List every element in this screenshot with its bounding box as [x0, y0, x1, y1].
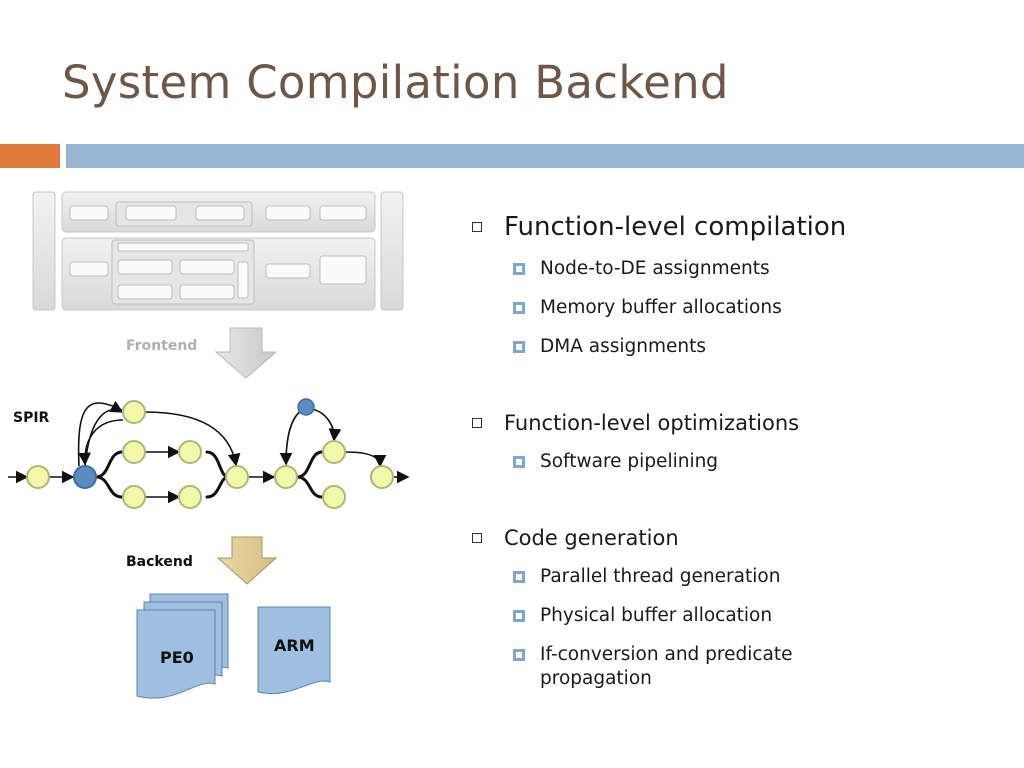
sub-bullet-text: Memory buffer allocations [540, 297, 782, 318]
header-band [66, 144, 1024, 168]
sub-bullet-item: Node-to-DE assignments [470, 257, 1010, 281]
bullet-text: Function-level optimizations [504, 411, 800, 435]
sub-bullet-item: Physical buffer allocation [470, 604, 1010, 628]
frontend-arrow [214, 327, 278, 379]
spir-label: SPIR [13, 410, 50, 426]
square-bullet-icon [513, 341, 525, 353]
sub-bullet-item: Software pipelining [470, 450, 1010, 474]
bullet-item: Function-level optimizations [470, 404, 1010, 442]
square-bullet-icon [513, 610, 525, 622]
bullet-item: Code generation [470, 519, 1010, 557]
sub-bullet-item: Parallel thread generation [470, 565, 1010, 589]
square-bullet-icon [513, 456, 525, 468]
backend-label: Backend [126, 554, 193, 570]
sub-bullet-item: Memory buffer allocations [470, 296, 1010, 320]
square-bullet-icon [513, 649, 525, 661]
square-bullet-icon [513, 263, 525, 275]
sub-bullet-item: If-conversion and predicate propagation [470, 643, 840, 691]
sub-bullet-text: Physical buffer allocation [540, 605, 773, 626]
application-diagram-thumbnail [32, 191, 404, 311]
bullet-text: Function-level compilation [504, 212, 847, 242]
sub-bullet-text: Node-to-DE assignments [540, 258, 770, 279]
bullet-text: Code generation [504, 526, 679, 550]
bullet-item: Function-level compilation [470, 205, 1010, 249]
hollow-square-bullet-icon [472, 533, 482, 543]
pe0-label: PE0 [160, 648, 194, 667]
backend-arrow [216, 536, 278, 585]
sub-bullet-text: If-conversion and predicate propagation [540, 644, 793, 689]
accent-bar [0, 144, 60, 168]
pe0-document-icon [136, 593, 229, 699]
sub-bullet-text: DMA assignments [540, 336, 706, 357]
sub-bullet-text: Parallel thread generation [540, 566, 781, 587]
slide-title: System Compilation Backend [62, 56, 729, 109]
arm-label: ARM [274, 636, 315, 655]
sub-bullet-text: Software pipelining [540, 451, 719, 472]
square-bullet-icon [513, 571, 525, 583]
arm-document-icon [257, 606, 331, 695]
frontend-label: Frontend [126, 338, 198, 354]
square-bullet-icon [513, 302, 525, 314]
sub-bullet-item: DMA assignments [470, 335, 1010, 359]
compilation-flow-figure [8, 191, 410, 699]
hollow-square-bullet-icon [472, 222, 482, 232]
hollow-square-bullet-icon [472, 418, 482, 428]
bullet-list: Function-level compilation Node-to-DE as… [470, 205, 1010, 706]
